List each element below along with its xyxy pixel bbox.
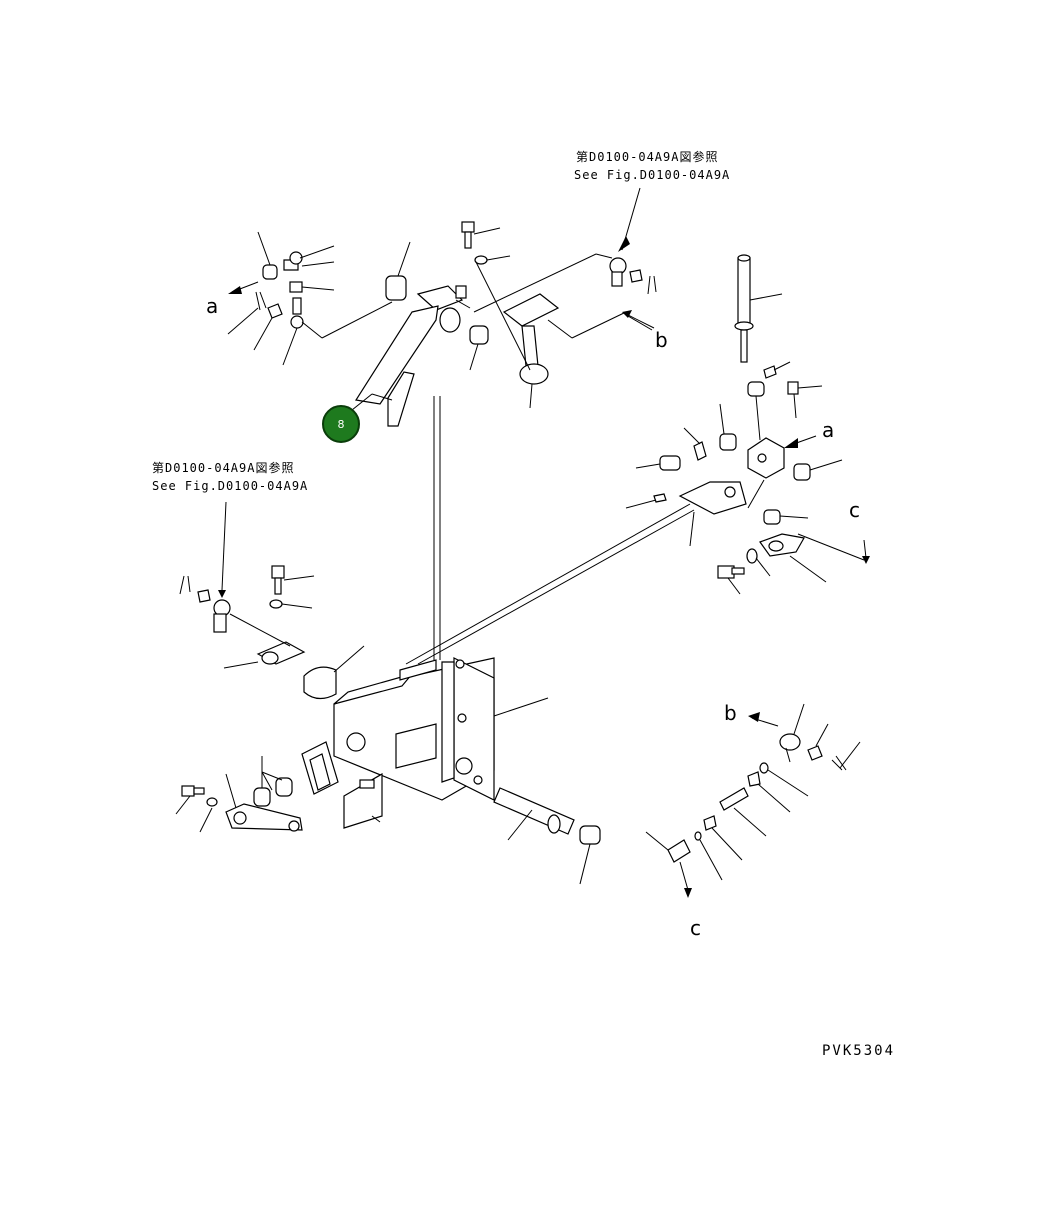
arrow-a-left bbox=[228, 281, 259, 294]
rod-end-bottom-right bbox=[645, 703, 861, 898]
label-b-top: b bbox=[655, 328, 668, 352]
right-shaft-assembly bbox=[625, 254, 843, 547]
link-bracket-b bbox=[469, 253, 655, 409]
ref-top-en: See Fig.D0100-04A9A bbox=[574, 168, 731, 182]
ref-top-jp: 第D0100-04A9A図参照 bbox=[576, 150, 719, 164]
connecting-rod bbox=[405, 396, 695, 665]
label-a-left: a bbox=[206, 294, 219, 318]
pedal-lever bbox=[341, 241, 471, 427]
base-bracket bbox=[301, 657, 549, 829]
spline-shaft bbox=[493, 787, 601, 885]
label-c-right: c bbox=[849, 498, 860, 522]
arrow-c-right bbox=[797, 533, 870, 564]
rod-end-top-right bbox=[609, 187, 657, 295]
lever-bottom-left bbox=[175, 756, 303, 833]
top-left-linkage-parts bbox=[227, 231, 393, 366]
label-c-bottom: c bbox=[690, 916, 701, 940]
bushing-large bbox=[303, 645, 365, 700]
callout-marker-8[interactable]: 8 bbox=[322, 405, 360, 443]
label-b-bottom: b bbox=[724, 701, 737, 725]
drawing-code: PVK5304 bbox=[822, 1043, 896, 1059]
ref-left-en: See Fig.D0100-04A9A bbox=[152, 479, 309, 493]
ref-left-jp: 第D0100-04A9A図参照 bbox=[152, 461, 295, 475]
top-bolt-washer bbox=[461, 221, 511, 265]
label-a-right: a bbox=[822, 418, 835, 442]
lever-c-right bbox=[717, 533, 827, 595]
rod-end-left bbox=[179, 501, 315, 669]
arrow-b-top bbox=[627, 315, 653, 331]
